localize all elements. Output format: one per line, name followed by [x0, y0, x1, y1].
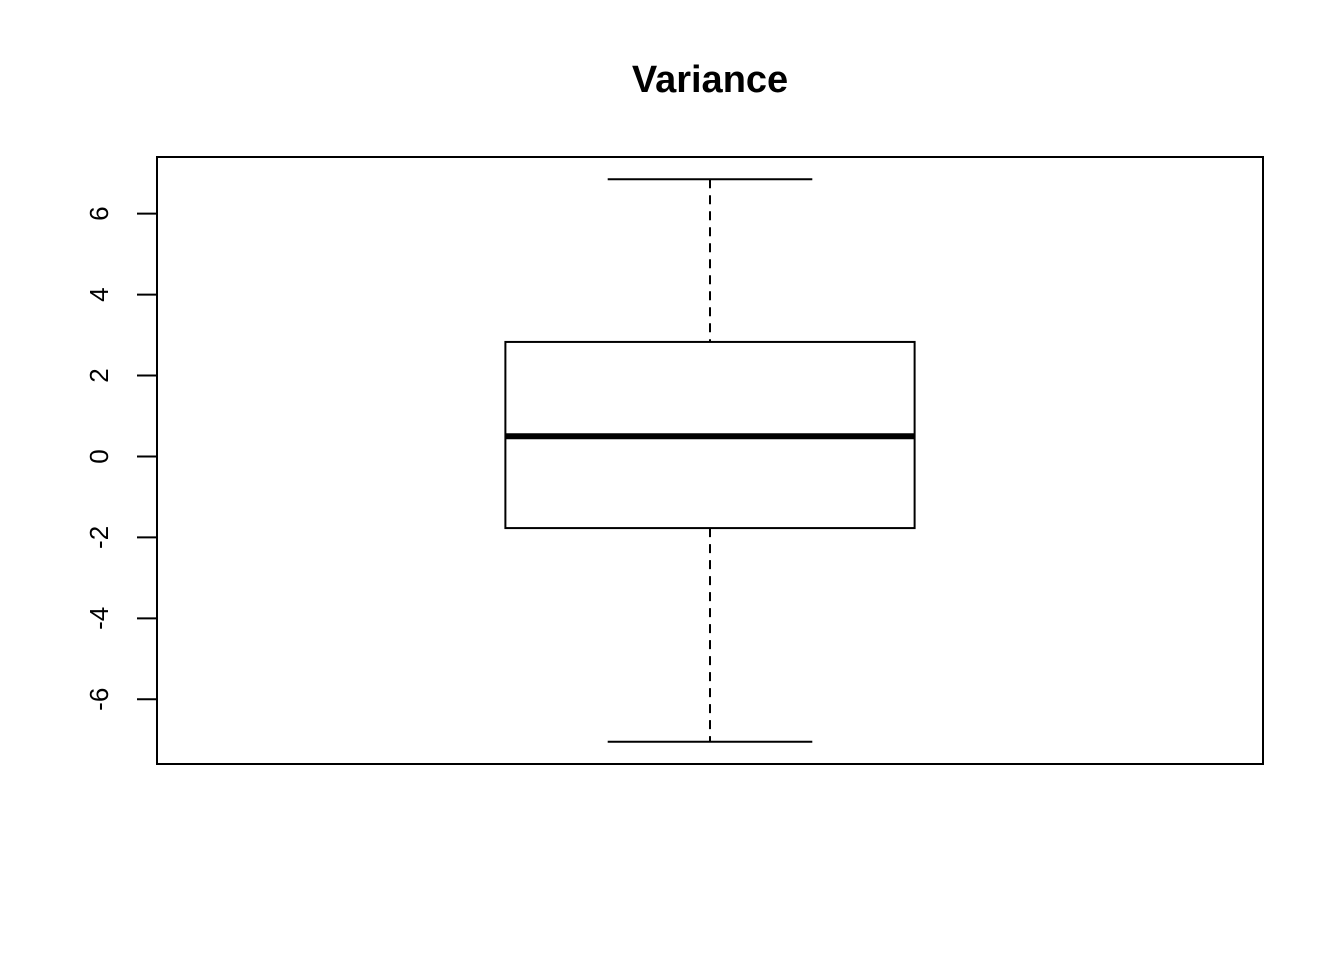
- box-group: [504, 178, 916, 743]
- y-tick-label: 6: [84, 206, 114, 220]
- y-tick-label: 2: [84, 368, 114, 382]
- y-tick-label: -2: [84, 526, 114, 549]
- y-tick-label: 4: [84, 287, 114, 301]
- y-tick-label: 0: [84, 449, 114, 463]
- chart-title: Variance: [632, 59, 788, 101]
- y-tick-label: -4: [84, 607, 114, 630]
- y-axis: -6 -4 -2 0 2 4 6: [84, 206, 158, 711]
- y-tick-label: -6: [84, 688, 114, 711]
